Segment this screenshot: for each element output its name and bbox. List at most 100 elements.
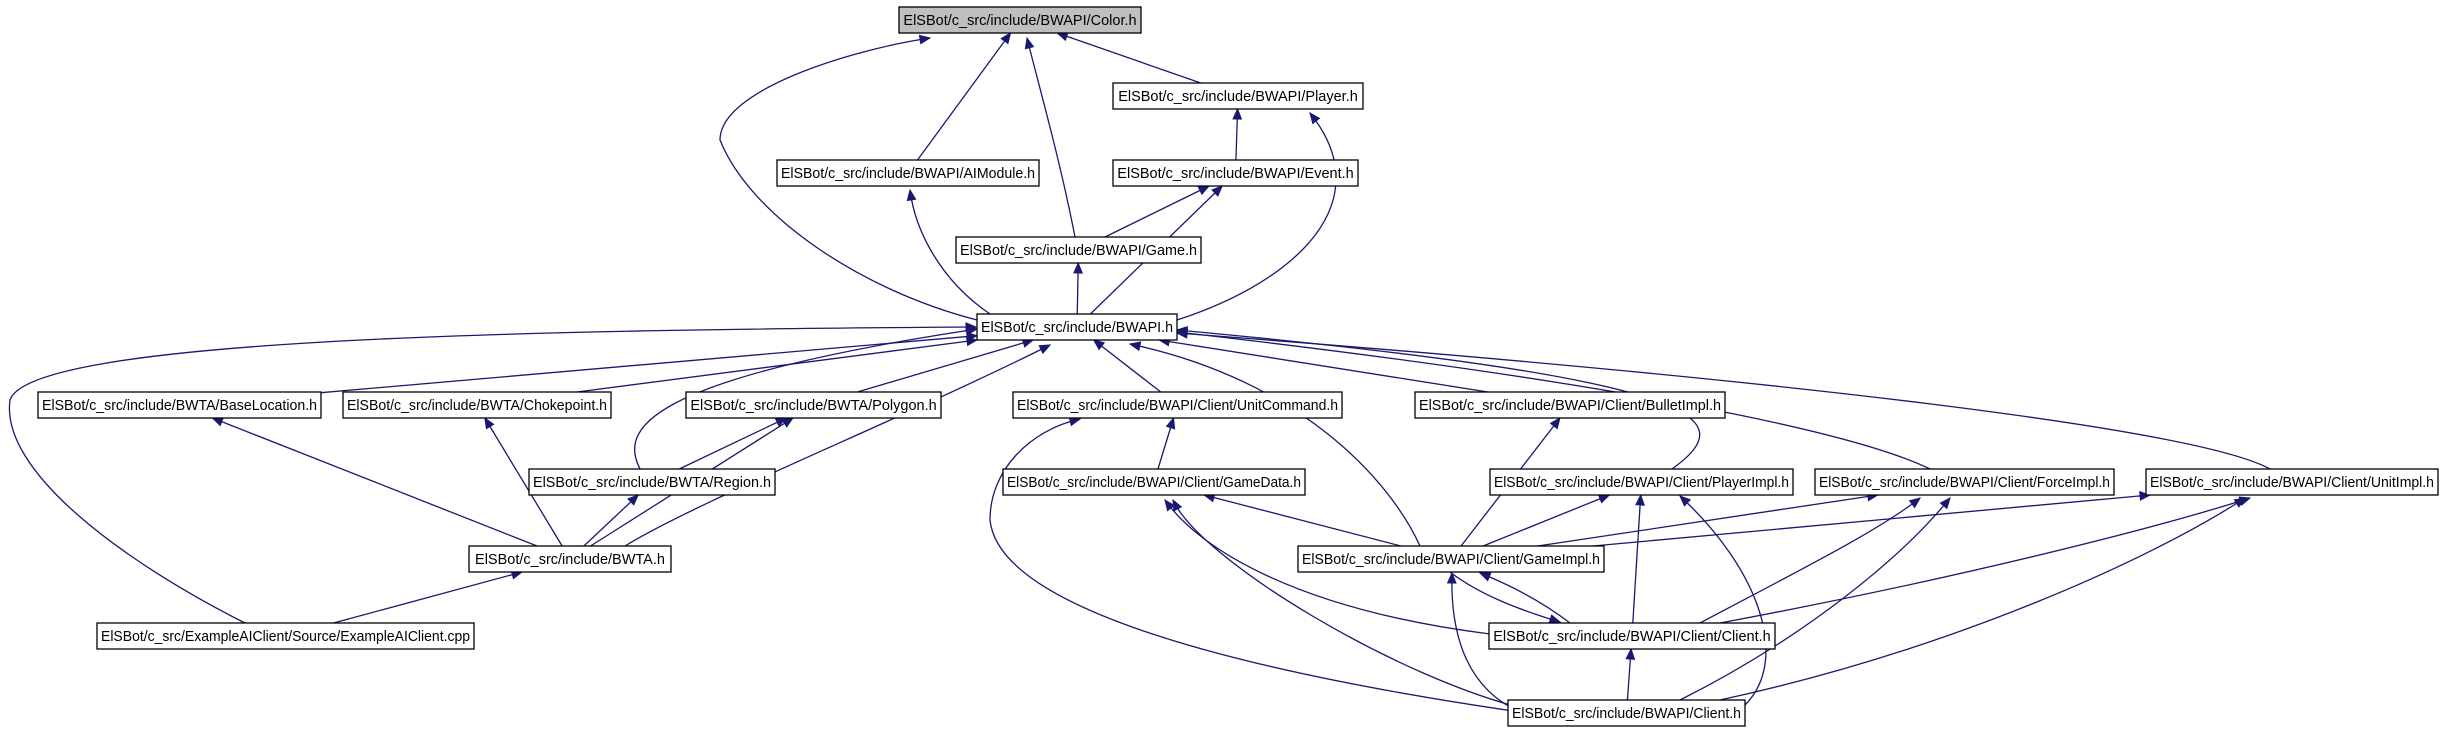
edge-clientc-to-gameimpl bbox=[1478, 572, 1571, 624]
arrowhead bbox=[2233, 497, 2247, 508]
edge-line bbox=[989, 418, 1521, 713]
node-box[interactable] bbox=[898, 6, 1142, 34]
edge-game-to-color bbox=[1024, 36, 1076, 238]
edge-bwta-to-choke bbox=[484, 416, 563, 547]
node-box[interactable] bbox=[776, 159, 1040, 187]
node-game[interactable]: ElSBot/c_src/include/BWAPI/Game.h bbox=[955, 236, 1202, 264]
arrowhead bbox=[906, 188, 917, 202]
edge-line bbox=[1451, 572, 1521, 713]
node-box[interactable] bbox=[342, 391, 612, 419]
edge-line bbox=[8, 326, 977, 624]
node-label: ElSBot/c_src/include/BWAPI/Game.h bbox=[960, 243, 1197, 259]
edge-clienth-to-unitimpl bbox=[1719, 497, 2247, 701]
edge-line bbox=[212, 417, 538, 547]
edge-choke-to-bwapi bbox=[576, 336, 979, 393]
arrowhead bbox=[918, 34, 932, 45]
arrowhead bbox=[1165, 416, 1176, 430]
node-box[interactable] bbox=[1297, 545, 1605, 573]
node-box[interactable] bbox=[528, 468, 776, 496]
edge-clientc-to-playerimpl bbox=[1632, 493, 1645, 624]
node-box[interactable] bbox=[1489, 468, 1794, 496]
node-region[interactable]: ElSBot/c_src/include/BWTA/Region.h bbox=[528, 468, 776, 496]
node-baseloc[interactable]: ElSBot/c_src/include/BWTA/BaseLocation.h bbox=[37, 391, 322, 419]
edge-clientc-to-forceimpl bbox=[1699, 497, 1922, 624]
arrowhead bbox=[1232, 107, 1243, 120]
arrowhead bbox=[1175, 328, 1188, 339]
node-label: ElSBot/c_src/include/BWTA/Chokepoint.h bbox=[347, 398, 607, 414]
node-bullet[interactable]: ElSBot/c_src/include/BWAPI/Client/Bullet… bbox=[1414, 391, 1726, 419]
node-clienth[interactable]: ElSBot/c_src/include/BWAPI/Client.h bbox=[1507, 699, 1746, 727]
edge-example-to-bwapi bbox=[8, 322, 978, 624]
node-bwta[interactable]: ElSBot/c_src/include/BWTA.h bbox=[468, 545, 672, 573]
arrowhead bbox=[1939, 497, 1951, 510]
edge-bwapi-to-player bbox=[1176, 111, 1337, 321]
arrowhead bbox=[1478, 572, 1492, 582]
arrowhead bbox=[627, 494, 640, 506]
node-polygon[interactable]: ElSBot/c_src/include/BWTA/Polygon.h bbox=[685, 391, 942, 419]
node-label: ElSBot/c_src/include/BWAPI/Client/Player… bbox=[1494, 475, 1789, 491]
edge-line bbox=[1104, 185, 1210, 238]
node-label: ElSBot/c_src/include/BWAPI/Client.h bbox=[1512, 706, 1741, 722]
node-label: ElSBot/c_src/include/BWTA/BaseLocation.h bbox=[42, 398, 317, 414]
node-box[interactable] bbox=[468, 545, 672, 573]
edge-line bbox=[916, 32, 1012, 161]
arrowhead bbox=[211, 417, 225, 427]
node-label: ElSBot/c_src/include/BWAPI/Client/ForceI… bbox=[1819, 475, 2110, 491]
edge-example-to-bwta bbox=[333, 569, 524, 624]
node-box[interactable] bbox=[1012, 391, 1343, 419]
arrowhead bbox=[1548, 614, 1562, 624]
node-box[interactable] bbox=[1814, 468, 2115, 496]
node-label: ElSBot/c_src/include/BWAPI/Event.h bbox=[1117, 166, 1353, 182]
node-box[interactable] bbox=[2145, 468, 2439, 496]
arrowhead bbox=[1197, 185, 1211, 196]
edge-clientc-to-gamedata bbox=[1164, 498, 1491, 635]
arrowhead bbox=[1446, 571, 1457, 584]
edge-line bbox=[1537, 494, 1878, 547]
node-box[interactable] bbox=[37, 391, 322, 419]
edge-unitimpl-to-bwapi bbox=[1175, 328, 2271, 470]
node-unitimpl[interactable]: ElSBot/c_src/include/BWAPI/Client/UnitIm… bbox=[2145, 468, 2439, 496]
edge-gameimpl-to-forceimpl bbox=[1537, 491, 1880, 547]
node-label: ElSBot/c_src/include/BWAPI/Player.h bbox=[1118, 89, 1358, 105]
node-box[interactable] bbox=[1414, 391, 1726, 419]
node-unitcmd[interactable]: ElSBot/c_src/include/BWAPI/Client/UnitCo… bbox=[1012, 391, 1343, 419]
edge-line bbox=[1719, 497, 2251, 624]
node-box[interactable] bbox=[976, 313, 1178, 341]
arrowhead bbox=[1549, 416, 1561, 430]
arrowhead bbox=[484, 416, 495, 430]
node-color[interactable]: ElSBot/c_src/include/BWAPI/Color.h bbox=[898, 6, 1142, 34]
node-label: ElSBot/c_src/include/BWAPI/Client/Bullet… bbox=[1419, 398, 1721, 414]
node-box[interactable] bbox=[685, 391, 942, 419]
arrowhead bbox=[965, 322, 978, 333]
node-label: ElSBot/c_src/include/BWAPI/Color.h bbox=[903, 13, 1136, 29]
arrowhead bbox=[2139, 491, 2152, 501]
edge-bwta-to-bwapi bbox=[624, 344, 1052, 547]
edge-line bbox=[333, 571, 523, 624]
edge-gameimpl-to-bwapi bbox=[1128, 341, 1421, 547]
node-label: ElSBot/c_src/include/BWAPI/Client/UnitIm… bbox=[2150, 475, 2434, 491]
node-example[interactable]: ElSBot/c_src/ExampleAIClient/Source/Exam… bbox=[96, 622, 475, 650]
node-clientc[interactable]: ElSBot/c_src/include/BWAPI/Client/Client… bbox=[1488, 622, 1776, 650]
node-box[interactable] bbox=[1112, 159, 1359, 187]
node-bwapi[interactable]: ElSBot/c_src/include/BWAPI.h bbox=[976, 313, 1178, 341]
node-box[interactable] bbox=[1488, 622, 1776, 650]
edge-line bbox=[1699, 497, 1921, 624]
node-gamedata[interactable]: ElSBot/c_src/include/BWAPI/Client/GameDa… bbox=[1002, 468, 1306, 496]
node-player[interactable]: ElSBot/c_src/include/BWAPI/Player.h bbox=[1112, 82, 1364, 110]
node-aimodule[interactable]: ElSBot/c_src/include/BWAPI/AIModule.h bbox=[776, 159, 1040, 187]
edge-line bbox=[1679, 495, 1767, 706]
node-forceimpl[interactable]: ElSBot/c_src/include/BWAPI/Client/ForceI… bbox=[1814, 468, 2115, 496]
node-event[interactable]: ElSBot/c_src/include/BWAPI/Event.h bbox=[1112, 159, 1359, 187]
node-label: ElSBot/c_src/include/BWTA.h bbox=[475, 552, 665, 568]
edge-line bbox=[1093, 339, 1162, 393]
node-box[interactable] bbox=[1112, 82, 1364, 110]
node-playerimpl[interactable]: ElSBot/c_src/include/BWAPI/Client/Player… bbox=[1489, 468, 1794, 496]
node-choke[interactable]: ElSBot/c_src/include/BWTA/Chokepoint.h bbox=[342, 391, 612, 419]
node-gameimpl[interactable]: ElSBot/c_src/include/BWAPI/Client/GameIm… bbox=[1297, 545, 1605, 573]
node-box[interactable] bbox=[955, 236, 1202, 264]
node-box[interactable] bbox=[1002, 468, 1306, 496]
node-box[interactable] bbox=[1507, 699, 1746, 727]
node-box[interactable] bbox=[96, 622, 475, 650]
arrowhead bbox=[1309, 111, 1321, 125]
edge-line bbox=[484, 417, 563, 547]
